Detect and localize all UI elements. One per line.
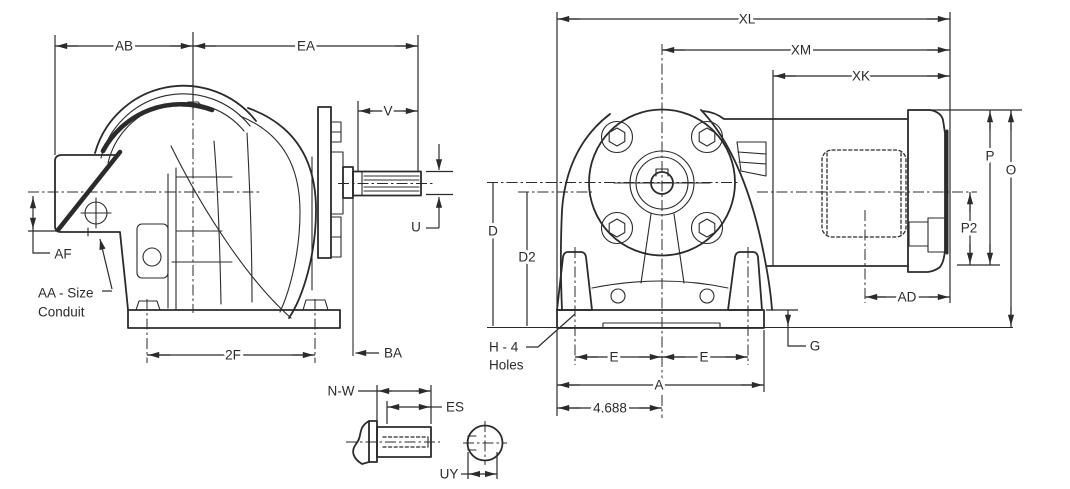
dim-label-xm: XM: [791, 43, 811, 58]
side-view-centerlines: [28, 109, 433, 363]
dim-label-4688: 4.688: [593, 401, 627, 416]
side-view-outline: [54, 84, 422, 329]
front-view-labels: XL XM XK P O P2 AD G D D2 H - 4 Holes E …: [485, 9, 1019, 419]
dim-label-u: U: [411, 220, 421, 235]
dim-label-e-left: E: [609, 350, 618, 365]
side-view-labels: AB EA V U AF AA - Size Conduit 2F BA: [35, 36, 424, 366]
dim-label-xk: XK: [852, 69, 870, 84]
shaft-detail-centerlines: [346, 421, 507, 465]
dim-label-e-right: E: [699, 350, 708, 365]
dim-label-v: V: [383, 104, 392, 119]
side-view-dimensions: [28, 32, 453, 359]
dim-label-ea: EA: [297, 39, 315, 54]
front-view-outline: [556, 108, 949, 329]
callout-aa-size-conduit-line2: Conduit: [38, 305, 85, 320]
front-view-dimensions: [487, 12, 1022, 416]
shaft-detail-outline: [352, 420, 504, 465]
shaft-detail-labels: N-W ES UY: [325, 381, 468, 485]
dim-label-af: AF: [54, 247, 71, 262]
dim-label-ba: BA: [384, 346, 402, 361]
bolt-lugs: [600, 120, 724, 245]
dim-label-d2: D2: [518, 250, 535, 265]
callout-h-holes-line2: Holes: [489, 358, 524, 373]
dim-label-2f: 2F: [225, 348, 241, 363]
dim-label-d: D: [488, 224, 498, 239]
callout-aa-size-conduit-line1: AA - Size: [38, 286, 94, 301]
dim-label-nw: N-W: [328, 384, 355, 399]
front-view: XL XM XK P O P2 AD G D D2 H - 4 Holes E …: [485, 9, 1022, 419]
dim-label-xl: XL: [739, 12, 756, 27]
dim-label-p: P: [985, 149, 994, 164]
dim-label-uy: UY: [440, 467, 459, 482]
dim-label-a: A: [654, 378, 663, 393]
dim-label-o: O: [1006, 163, 1017, 178]
shaft-detail-dimensions: [358, 385, 498, 479]
side-view: AB EA V U AF AA - Size Conduit 2F BA: [28, 32, 453, 366]
dim-label-es: ES: [446, 400, 464, 415]
dim-label-g: G: [810, 339, 821, 354]
dim-label-p2: P2: [961, 221, 978, 236]
dim-label-ab: AB: [115, 39, 133, 54]
dim-label-ad: AD: [898, 290, 917, 305]
callout-h-holes-line1: H - 4: [489, 340, 519, 355]
shaft-detail: N-W ES UY: [325, 381, 507, 485]
